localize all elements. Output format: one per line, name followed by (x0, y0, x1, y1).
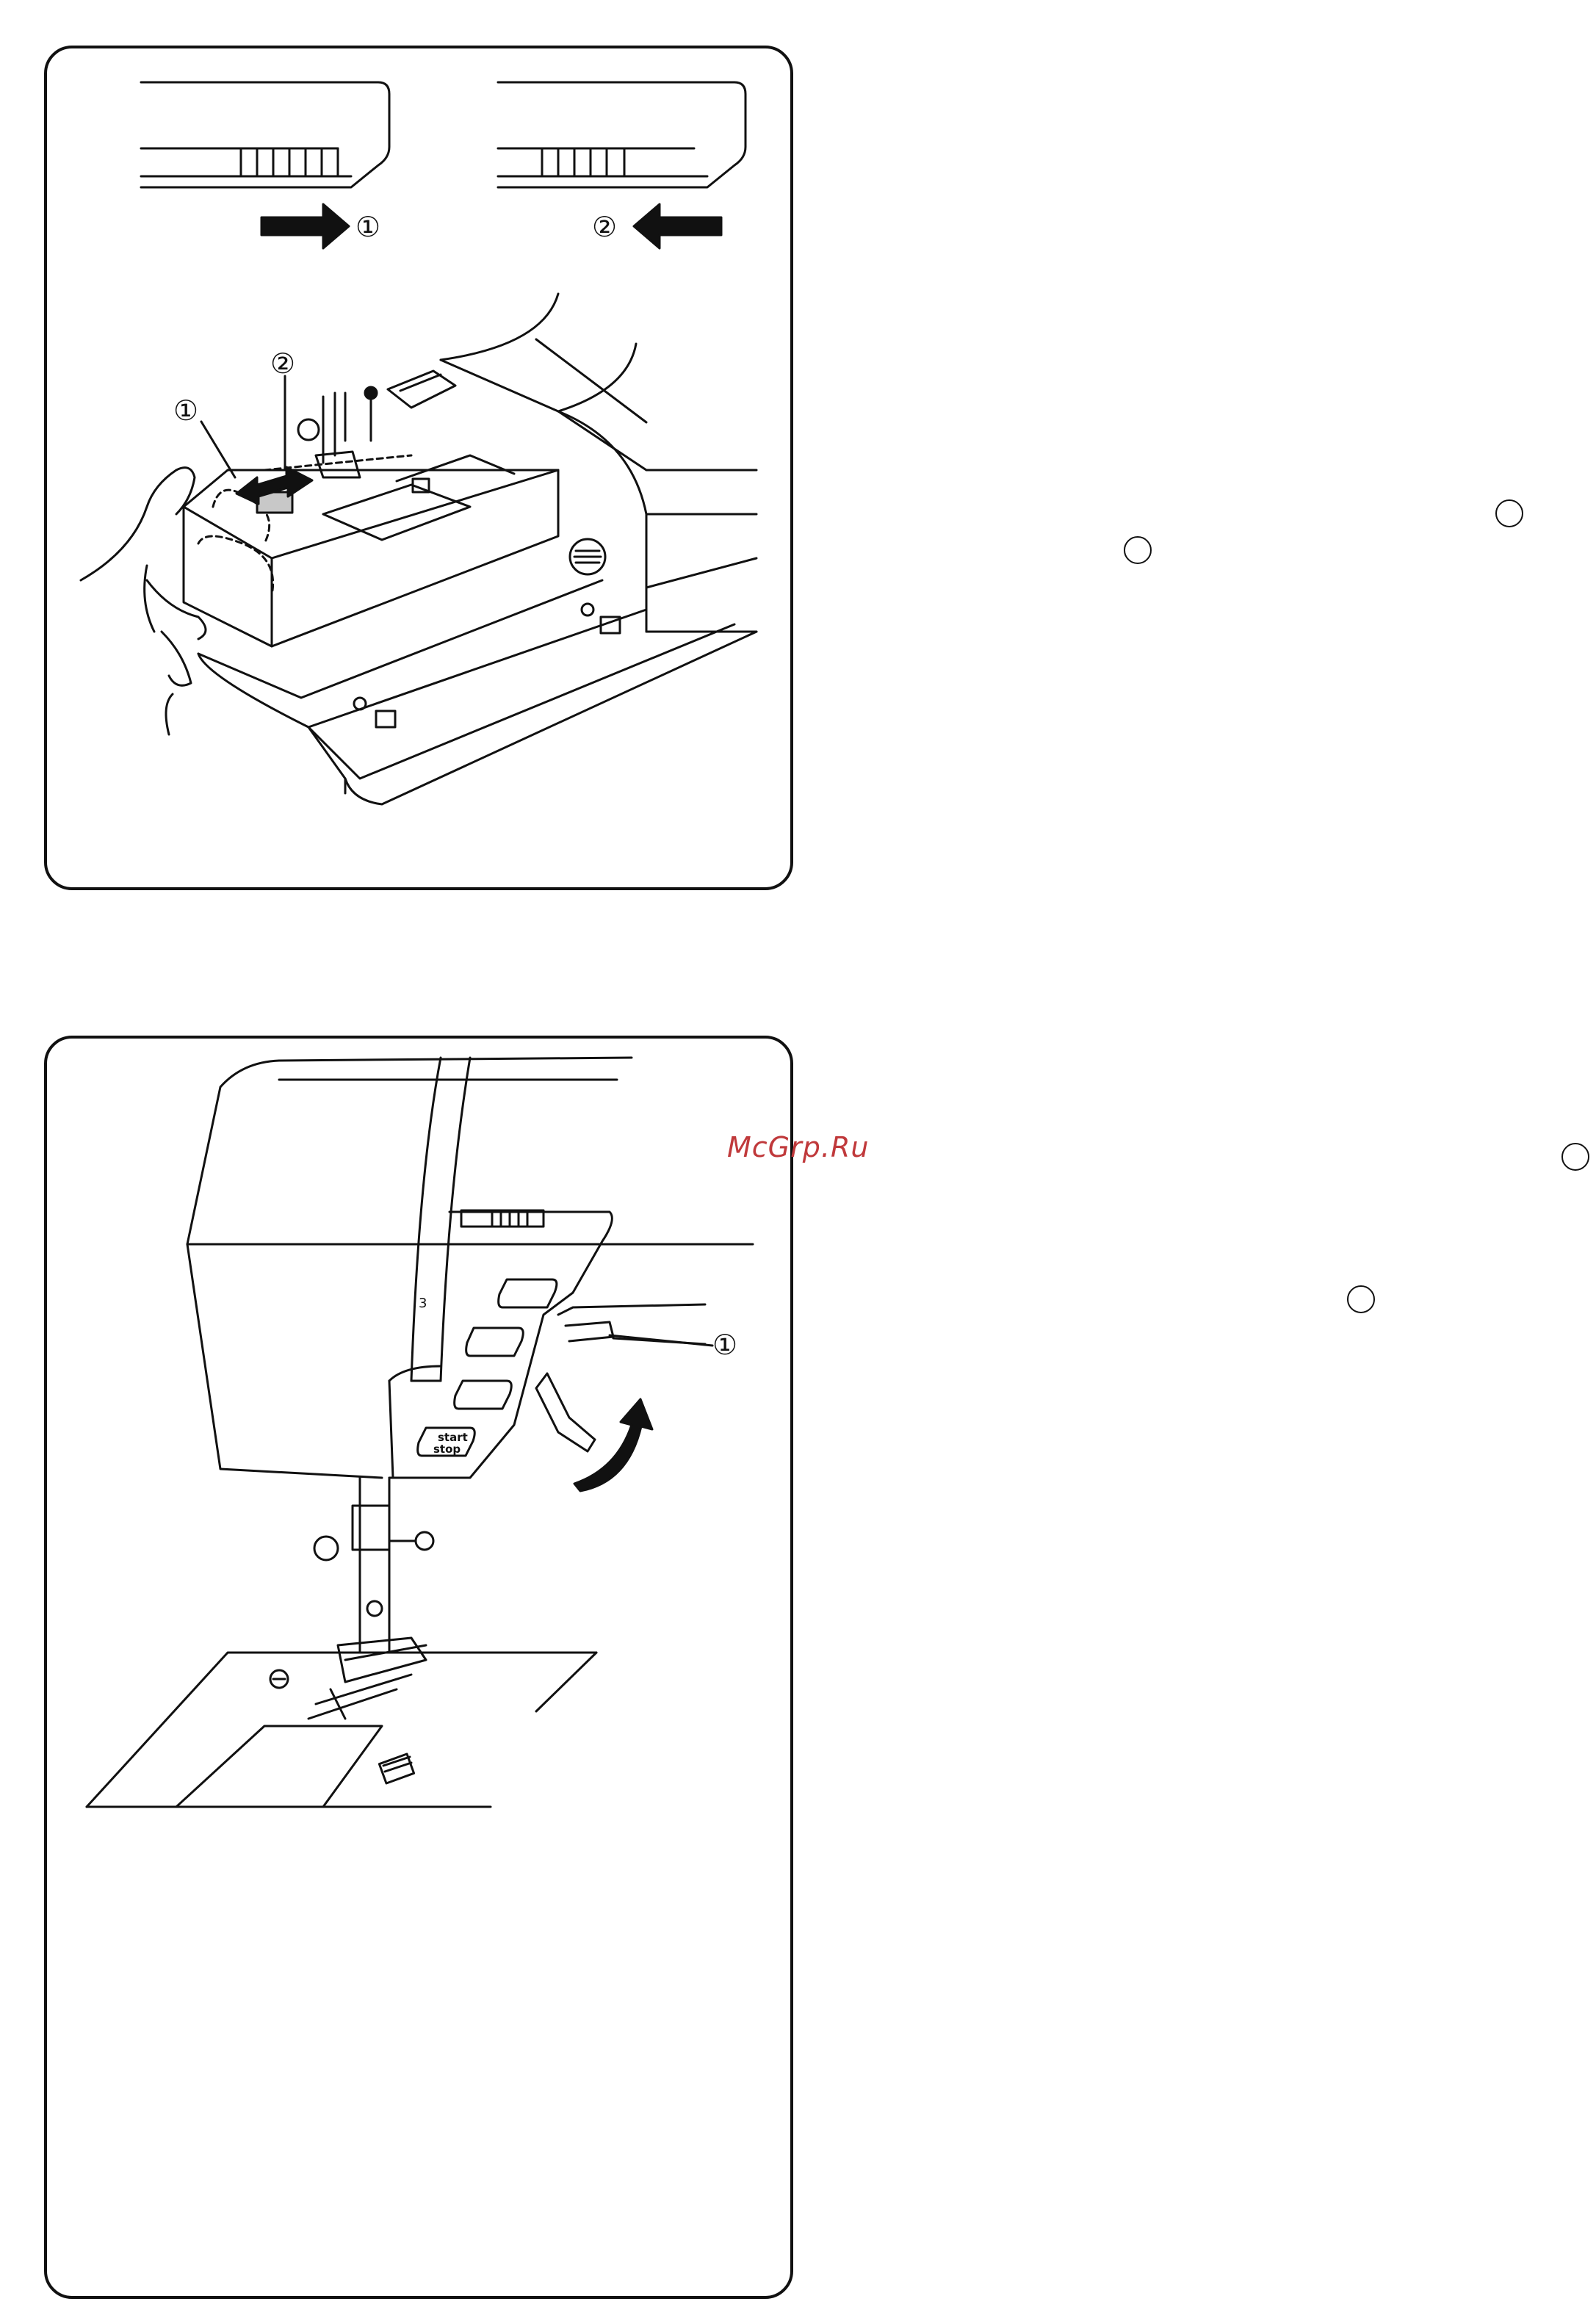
machine-head-drawing (87, 1058, 753, 1807)
circle-marker-2 (1124, 536, 1152, 564)
circle-marker-4 (1347, 1285, 1375, 1313)
callout-1-top-arrow: ① (355, 211, 380, 243)
button-needle (499, 1279, 557, 1307)
arrow-left (634, 204, 721, 248)
circle-marker-3 (1561, 1143, 1589, 1171)
stop-label: stop (433, 1443, 461, 1456)
machine-base-drawing (81, 294, 757, 804)
arrow-right (261, 204, 349, 248)
callout-2-top-arrow: ② (592, 211, 617, 243)
callout-1-lever: ① (173, 394, 198, 427)
button-lock (455, 1381, 512, 1409)
callout-2-lever: ② (270, 347, 295, 380)
lever-detail-right (498, 82, 745, 187)
circle-marker-1 (1495, 499, 1523, 527)
thread-guide-number: 3 (419, 1296, 427, 1311)
button-reverse (466, 1328, 524, 1356)
curved-arrow (574, 1399, 652, 1491)
watermark-text: McGrp.Ru (727, 1131, 869, 1163)
lever-detail-left (141, 82, 389, 187)
callout-1-presser-lever: ① (712, 1329, 737, 1361)
